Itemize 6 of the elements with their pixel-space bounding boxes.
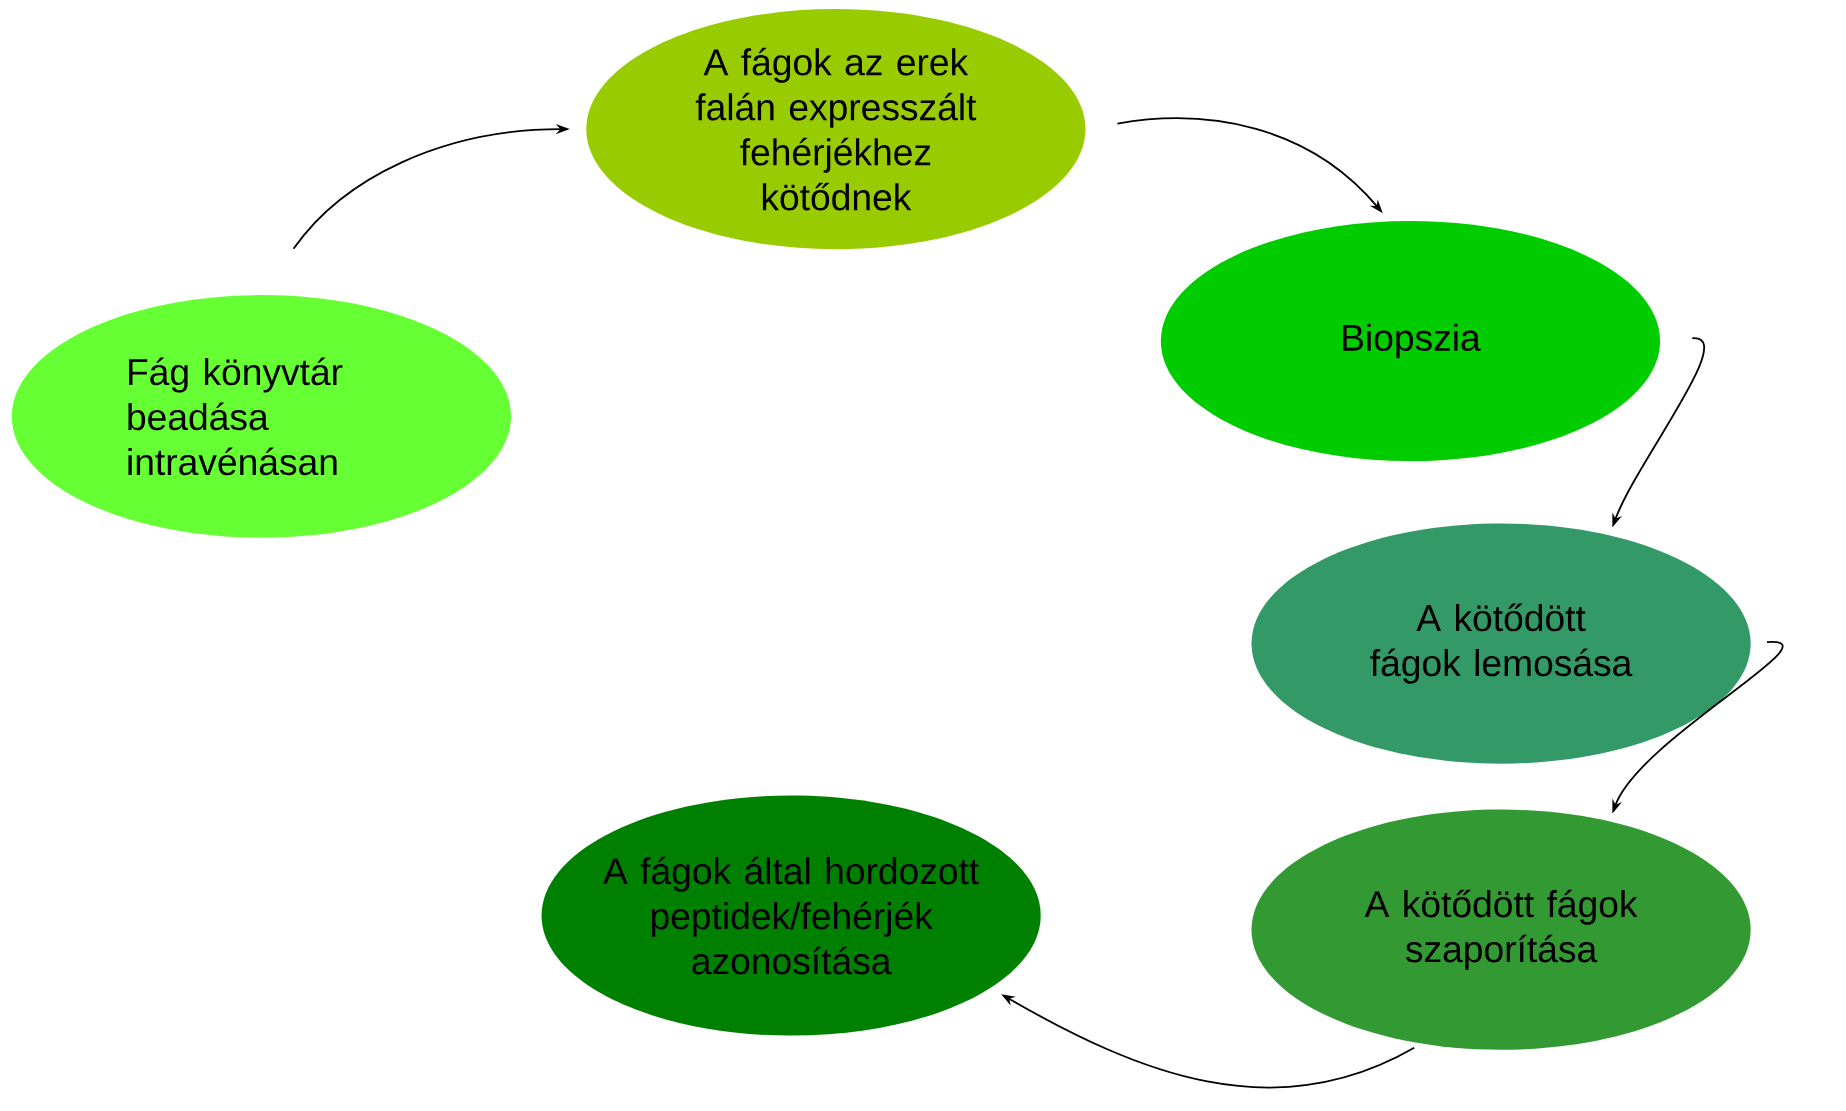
ellipse-node: Fág könyvtár beadása intravénásan — [11, 295, 511, 538]
ellipse-node: A kötődött fágok lemosása — [1251, 523, 1751, 764]
ellipse-node: A fágok az erek falán expresszált fehérjékhez kötődnek — [586, 9, 1086, 250]
ellipse-node: A kötődött fágok szaporítása — [1251, 809, 1751, 1050]
ellipse-node: A fágok által hordozott peptidek/fehérjék azonosítása — [541, 795, 1041, 1036]
ellipse-node: Biopszia — [1160, 220, 1660, 462]
